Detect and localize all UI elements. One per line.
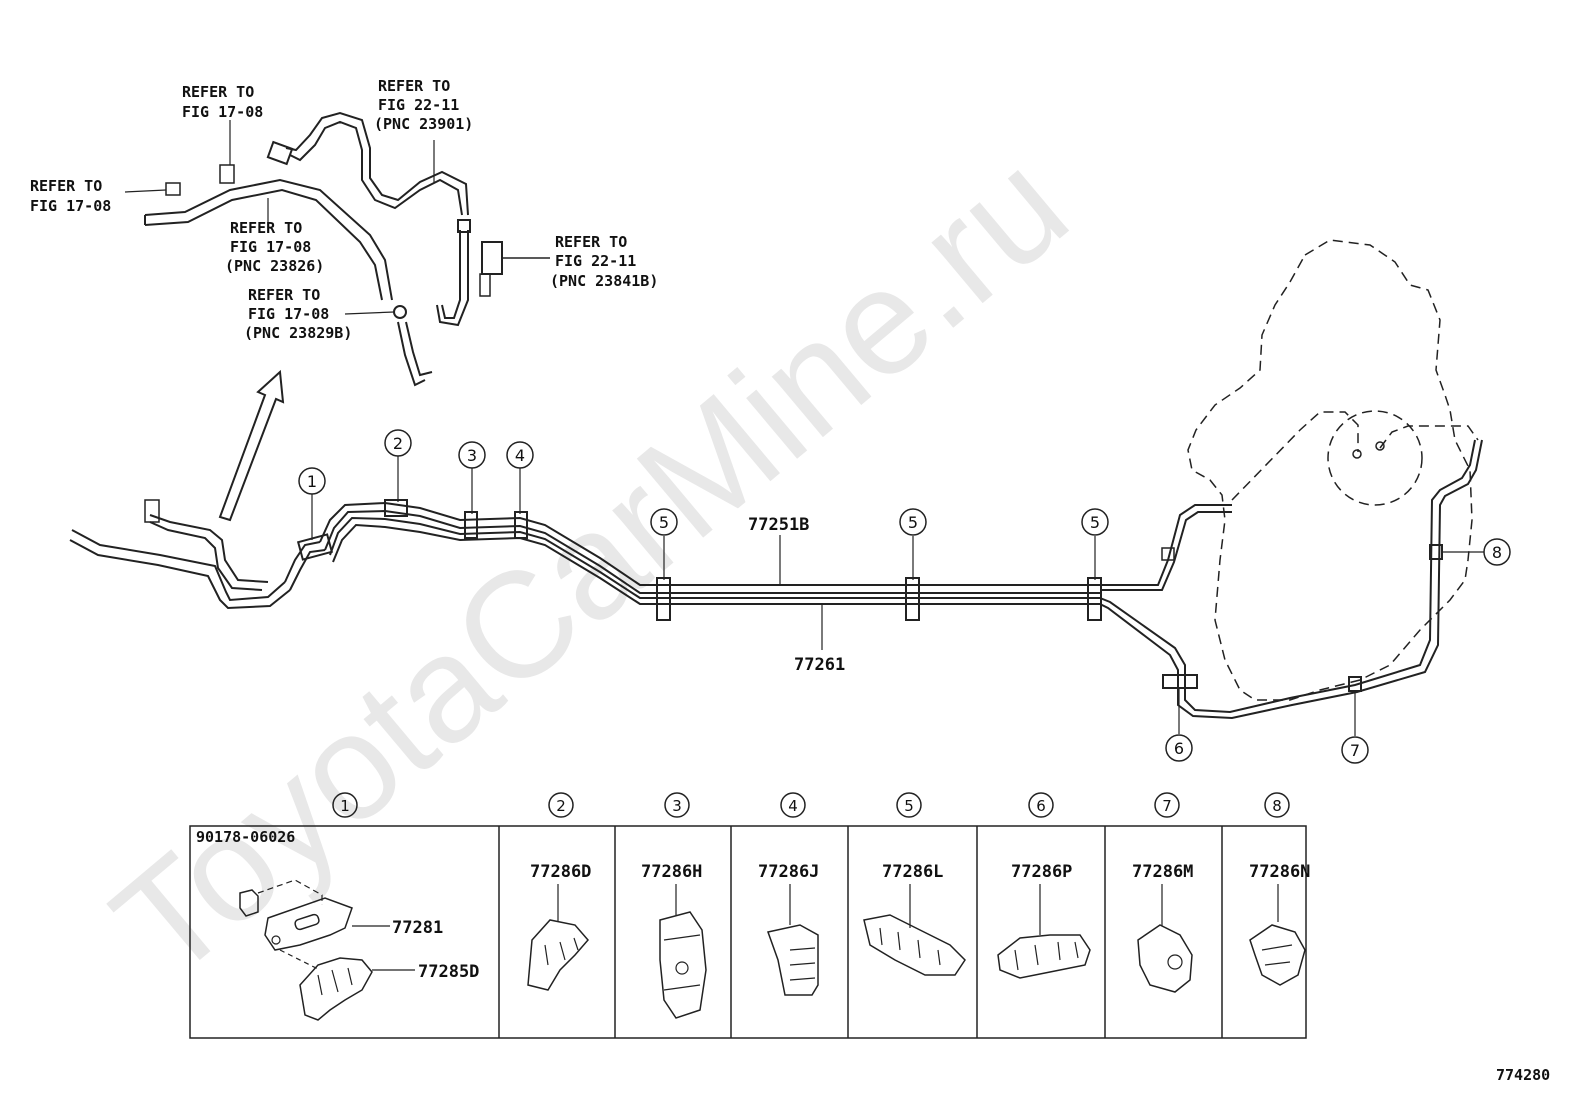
svg-text:8: 8 <box>1272 797 1282 815</box>
callout-4: 4 <box>506 441 534 469</box>
callout-5c: 5 <box>1081 508 1109 536</box>
callout-5b: 5 <box>899 508 927 536</box>
callout-1: 1 <box>298 467 326 495</box>
svg-text:4: 4 <box>515 446 525 465</box>
part-77281: 77281 <box>392 918 443 938</box>
clip-77286m-drawing <box>1137 884 1193 993</box>
parts-table <box>189 825 1307 1039</box>
table-header-7: 7 <box>1154 792 1180 818</box>
svg-text:6: 6 <box>1036 797 1046 815</box>
svg-text:4: 4 <box>788 797 798 815</box>
part-90178-06026: 90178-06026 <box>196 828 295 846</box>
svg-text:1: 1 <box>307 472 317 491</box>
clip-77286d-drawing <box>527 884 589 991</box>
callout-3: 3 <box>458 441 486 469</box>
svg-text:7: 7 <box>1162 797 1172 815</box>
refer-label-fig1708-a: REFER TO FIG 17-08 <box>182 83 263 121</box>
svg-text:1: 1 <box>340 797 350 815</box>
table-header-5: 5 <box>896 792 922 818</box>
svg-text:6: 6 <box>1174 739 1184 758</box>
callout-2: 2 <box>384 429 412 457</box>
fuel-tank-outline <box>1187 239 1479 701</box>
svg-text:7: 7 <box>1350 741 1360 760</box>
svg-text:2: 2 <box>556 797 566 815</box>
part-77286n: 77286N <box>1249 862 1310 882</box>
clip-77286n-drawing <box>1249 884 1306 986</box>
table-header-3: 3 <box>664 792 690 818</box>
clip-77286h-drawing <box>659 884 707 1019</box>
refer-label-fig1708-b: REFER TO FIG 17-08 <box>30 177 111 215</box>
refer-label-fig2211-23841b: REFER TO FIG 22-11 (PNC 23841B) <box>550 233 658 290</box>
svg-text:5: 5 <box>904 797 914 815</box>
table-header-8: 8 <box>1264 792 1290 818</box>
table-header-4: 4 <box>780 792 806 818</box>
part-77286h: 77286H <box>641 862 702 882</box>
pipe-label-77261: 77261 <box>794 655 845 675</box>
upper-detail-hoses <box>124 111 550 387</box>
refer-label-fig1708-23829b: REFER TO FIG 17-08 (PNC 23829B) <box>244 286 352 342</box>
svg-text:5: 5 <box>659 513 669 532</box>
detail-arrow <box>218 369 285 522</box>
part-77285d: 77285D <box>418 962 479 982</box>
callout-6: 6 <box>1165 734 1193 762</box>
part-77286l: 77286L <box>882 862 943 882</box>
clip-77286j-drawing <box>767 884 819 996</box>
table-header-2: 2 <box>548 792 574 818</box>
table-header-1: 1 <box>332 792 358 818</box>
refer-label-fig2211-23901: REFER TO FIG 22-11 (PNC 23901) <box>374 77 473 133</box>
callout-5a: 5 <box>650 508 678 536</box>
part-77286m: 77286M <box>1132 862 1193 882</box>
pipe-label-77251b: 77251B <box>748 515 809 535</box>
refer-label-fig1708-23826: REFER TO FIG 17-08 (PNC 23826) <box>225 219 324 275</box>
callout-leaders <box>311 456 1484 736</box>
svg-text:5: 5 <box>1090 513 1100 532</box>
svg-text:3: 3 <box>467 446 477 465</box>
part-77286p: 77286P <box>1011 862 1072 882</box>
cell1-part-drawings <box>239 879 415 1021</box>
brake-fuel-lines <box>69 439 1483 720</box>
svg-text:8: 8 <box>1492 543 1502 562</box>
part-77286j: 77286J <box>758 862 819 882</box>
table-header-6: 6 <box>1028 792 1054 818</box>
clip-77286p-drawing <box>997 884 1091 979</box>
figure-number: 774280 <box>1496 1066 1550 1084</box>
callout-8: 8 <box>1483 538 1511 566</box>
part-77286d: 77286D <box>530 862 591 882</box>
callout-7: 7 <box>1341 736 1369 764</box>
svg-text:5: 5 <box>908 513 918 532</box>
svg-text:2: 2 <box>393 434 403 453</box>
clip-77286l-drawing <box>863 884 966 976</box>
svg-text:3: 3 <box>672 797 682 815</box>
